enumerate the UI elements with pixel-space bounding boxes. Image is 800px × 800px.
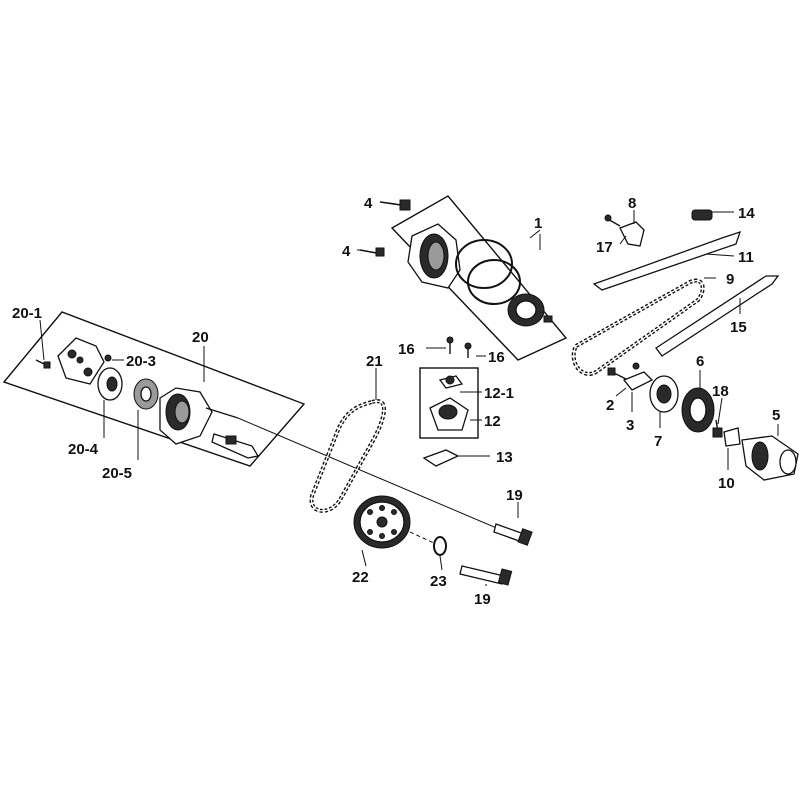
- label-11: 11: [738, 249, 754, 266]
- label-12: 12: [484, 413, 501, 430]
- chain-guide: [655, 275, 780, 357]
- label-16-left: 16: [398, 341, 415, 358]
- label-17: 17: [596, 239, 613, 256]
- bolt-14: [691, 209, 713, 221]
- label-18: 18: [712, 383, 729, 400]
- label-12-1: 12-1: [484, 385, 514, 402]
- label-22: 22: [352, 569, 369, 586]
- label-16-right: 16: [488, 349, 505, 366]
- strainer-gasket: [422, 449, 460, 467]
- label-20: 20: [192, 329, 209, 346]
- tensioner-bracket: [604, 214, 645, 247]
- label-9: 9: [726, 271, 734, 288]
- label-19-lower: 19: [474, 591, 491, 608]
- part-labels: 1 4 4 8 17 14 11 9 15 16 16 12-1 12 13 2…: [12, 195, 780, 608]
- label-8: 8: [628, 195, 636, 212]
- label-2: 2: [606, 397, 614, 414]
- bolt-19-lower: [459, 565, 513, 586]
- bolt-4-lower: [359, 247, 385, 257]
- label-6: 6: [696, 353, 704, 370]
- timing-chain: [571, 278, 705, 376]
- drive-sprocket: [353, 495, 411, 549]
- label-20-5: 20-5: [102, 465, 132, 482]
- label-21: 21: [366, 353, 383, 370]
- bolt-19-upper: [493, 523, 533, 546]
- label-3: 3: [626, 417, 634, 434]
- washer: [433, 536, 447, 556]
- label-20-1: 20-1: [12, 305, 42, 322]
- label-10: 10: [718, 475, 735, 492]
- chain-tensioner: [592, 230, 742, 291]
- oil-pump-assembly: [2, 311, 306, 467]
- label-7: 7: [654, 433, 662, 450]
- cam-chain: [309, 399, 386, 513]
- bolt-16-left: [446, 336, 454, 354]
- label-1: 1: [534, 215, 542, 232]
- label-14: 14: [738, 205, 755, 222]
- camshaft-group: [607, 362, 799, 481]
- oil-strainer-assembly: [419, 367, 479, 439]
- label-4-lower: 4: [342, 243, 351, 260]
- bolt-4-upper: [379, 199, 411, 211]
- label-23: 23: [430, 573, 447, 590]
- label-5: 5: [772, 407, 780, 424]
- label-20-3: 20-3: [126, 353, 156, 370]
- label-15: 15: [730, 319, 747, 336]
- label-19-upper: 19: [506, 487, 523, 504]
- leader-lines: [39, 201, 779, 586]
- label-20-4: 20-4: [68, 441, 99, 458]
- bolt-16-right: [464, 342, 472, 358]
- cam-sprocket-assembly: [390, 195, 568, 361]
- label-13: 13: [496, 449, 513, 466]
- label-4-upper: 4: [364, 195, 373, 212]
